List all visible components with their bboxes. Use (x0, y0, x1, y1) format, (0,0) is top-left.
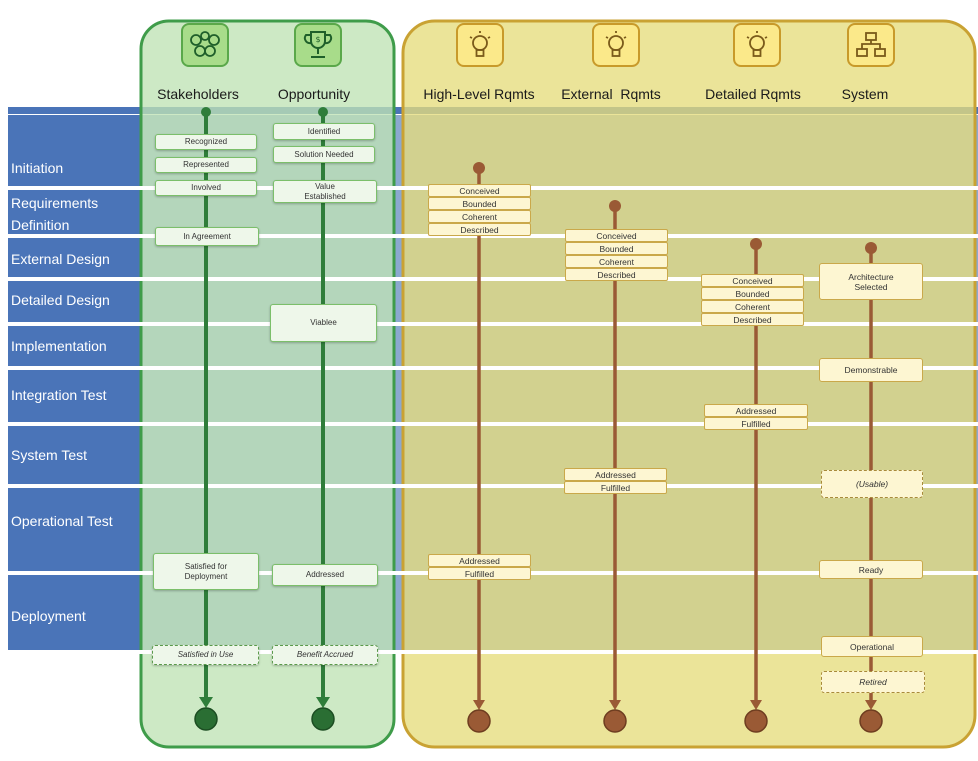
state-stakeholders-satisfied-in-use: Satisfied in Use (152, 645, 259, 665)
state-high-level-bounded: Bounded (428, 197, 531, 210)
state-external-bounded: Bounded (565, 242, 668, 255)
state-opportunity-identified: Identified (273, 123, 375, 140)
green-lifelines (204, 112, 325, 700)
phase-initiation: Initiation (11, 160, 64, 176)
state-stakeholders-in-agreement: In Agreement (155, 227, 259, 246)
state-high-level-coherent: Coherent (428, 210, 531, 223)
hierarchy-icon (847, 23, 895, 67)
lightbulb-icon (733, 23, 781, 67)
phase-integration-test: Integration Test (11, 387, 107, 403)
state-external-fulfilled: Fulfilled (564, 481, 667, 494)
opportunity-end-node (311, 707, 335, 731)
brown-end-nodes (467, 709, 883, 733)
state-stakeholders-represented: Represented (155, 157, 257, 173)
brown-arrows (473, 700, 877, 710)
column-header-detailed-rqmts: Detailed Rqmts (705, 86, 801, 102)
state-detailed-addressed: Addressed (704, 404, 808, 417)
opportunity-start-dot (318, 107, 328, 117)
people-icon (181, 23, 229, 67)
state-stakeholders-satisfied-for-deployment: Satisfied for Deployment (153, 553, 259, 590)
state-external-coherent: Coherent (565, 255, 668, 268)
column-header-external-rqmts: External Rqmts (561, 86, 661, 102)
state-high-level-fulfilled: Fulfilled (428, 567, 531, 580)
state-stakeholders-involved: Involved (155, 180, 257, 196)
state-label-line1: Value (315, 181, 335, 191)
column-header-high-level-rqmts: High-Level Rqmts (423, 86, 535, 102)
state-label-line2: Established (304, 191, 346, 201)
state-opportunity-benefit-accrued: Benefit Accrued (272, 645, 378, 665)
state-system-operational: Operational (821, 636, 923, 657)
phase-operational-test: Operational Test (11, 513, 113, 529)
state-detailed-fulfilled: Fulfilled (704, 417, 808, 430)
state-system-ready: Ready (819, 560, 923, 579)
state-system-retired: Retired (821, 671, 925, 693)
lightbulb-icon (592, 23, 640, 67)
phase-implementation: Implementation (11, 338, 107, 354)
state-high-level-addressed: Addressed (428, 554, 531, 567)
state-external-described: Described (565, 268, 668, 281)
state-opportunity-addressed: Addressed (272, 564, 378, 586)
phase-external-design: External Design (11, 251, 110, 267)
brown-start-dots (473, 162, 877, 254)
opportunity-arrow (316, 697, 330, 708)
state-system-architecture-selected: Architecture Selected (819, 263, 923, 300)
state-system-demonstrable: Demonstrable (819, 358, 923, 382)
state-detailed-conceived: Conceived (701, 274, 804, 287)
state-label-line2: Deployment (184, 571, 228, 581)
state-label-line1: Architecture (848, 271, 894, 282)
state-system-usable: (Usable) (821, 470, 923, 498)
phase-requirements-definition-line2: Definition (11, 217, 70, 233)
stakeholders-start-dot (201, 107, 211, 117)
state-detailed-bounded: Bounded (701, 287, 804, 300)
lightbulb-icon (456, 23, 504, 67)
state-opportunity-solution-needed: Solution Needed (273, 146, 375, 163)
state-external-conceived: Conceived (565, 229, 668, 242)
state-high-level-described: Described (428, 223, 531, 236)
column-header-stakeholders: Stakeholders (157, 86, 239, 102)
state-detailed-coherent: Coherent (701, 300, 804, 313)
trophy-icon: $ (294, 23, 342, 67)
state-detailed-described: Described (701, 313, 804, 326)
column-header-system: System (841, 86, 889, 102)
column-header-opportunity: Opportunity (277, 86, 351, 102)
stakeholders-arrow (199, 697, 213, 708)
state-label-line1: Satisfied for (184, 561, 228, 571)
state-opportunity-viable: Viablee (270, 304, 377, 342)
phase-system-test: System Test (11, 447, 87, 463)
state-opportunity-value-established: Value Established (273, 180, 377, 203)
phase-band (8, 115, 140, 650)
state-label-line2: Selected (854, 281, 888, 292)
stakeholders-end-node (194, 707, 218, 731)
phase-deployment: Deployment (11, 608, 86, 624)
state-external-addressed: Addressed (564, 468, 667, 481)
svg-text:$: $ (315, 35, 320, 44)
phase-detailed-design: Detailed Design (11, 292, 110, 308)
state-high-level-conceived: Conceived (428, 184, 531, 197)
state-stakeholders-recognized: Recognized (155, 134, 257, 150)
phase-requirements-definition-line1: Requirements (11, 195, 99, 211)
